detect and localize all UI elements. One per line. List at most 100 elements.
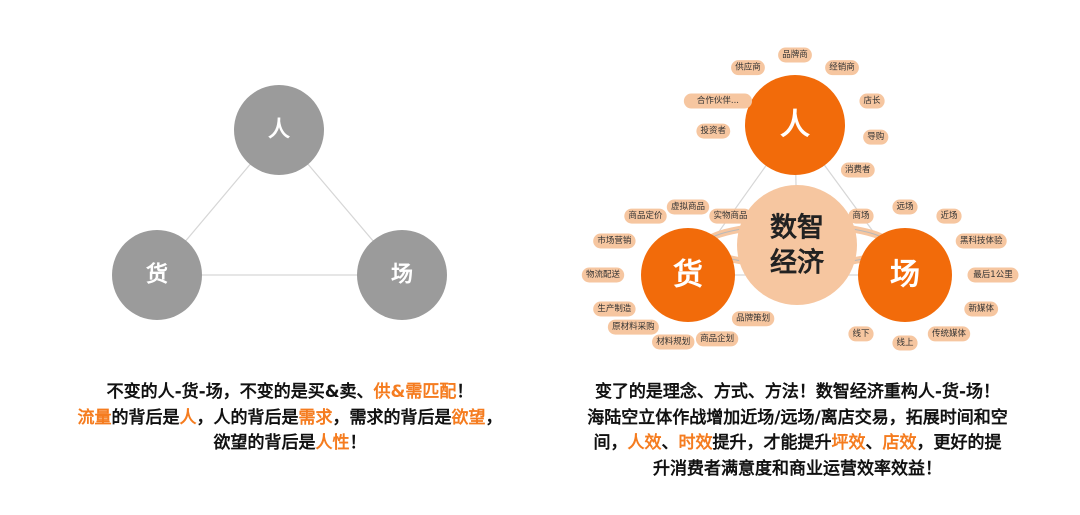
satellite-label: 供应商 (735, 62, 761, 73)
satellite-bubble (731, 60, 765, 76)
satellite-label: 店长 (864, 95, 882, 106)
satellite-bubble (967, 267, 1019, 283)
satellite-bubble (927, 326, 971, 342)
satellite-label: 经销商 (829, 62, 855, 73)
caption-text: ，更好的提 (916, 433, 1002, 453)
satellite-label: 原材料采购 (612, 321, 655, 332)
satellite-label: 材料规划 (656, 336, 690, 347)
highlighted-text: 供&需匹配 (373, 382, 457, 402)
satellite-label: 生产制造 (597, 303, 632, 314)
node-circle (641, 228, 735, 322)
highlighted-text: 坪效 (831, 433, 866, 453)
highlighted-text: 店效 (882, 433, 917, 453)
right-caption: 变了的是理念、方式、方法！数智经济重构人-货-场！海陆空立体作战增加近场/远场/… (545, 380, 1050, 482)
satellite-label: 商场 (852, 210, 869, 221)
satellite-bubble (825, 60, 859, 76)
caption-line: 间，人效、时效提升，才能提升坪效、店效，更好的提 (545, 431, 1050, 457)
caption-text: ！ (456, 382, 474, 402)
satellite-bubble (863, 129, 889, 145)
satellite-label: 线下 (852, 328, 870, 339)
satellite-label: 传统媒体 (932, 328, 967, 339)
satellite-bubble (892, 335, 918, 351)
satellite-bubble (624, 208, 667, 224)
satellite-bubble (778, 47, 812, 63)
satellite-label: 商品定价 (628, 210, 663, 221)
satellite-label: 新媒体 (968, 303, 994, 314)
center-label: 经济 (770, 247, 825, 279)
satellite-label: 导购 (867, 131, 884, 142)
satellite-bubble (652, 334, 695, 350)
satellite-bubble (955, 233, 1007, 249)
caption-line: 海陆空立体作战增加近场/远场/离店交易，拓展时间和空 (545, 406, 1050, 432)
center-circle (737, 185, 857, 305)
caption-text: 的背后是 (111, 407, 180, 428)
satellite-bubble (964, 301, 999, 317)
node-label: 货 (146, 262, 168, 288)
caption-text: ！ (349, 433, 367, 453)
node-circle (858, 228, 952, 322)
satellite-label: 消费者 (845, 164, 871, 175)
satellite-label: 市场营销 (597, 235, 632, 246)
highlighted-text: 时效 (678, 433, 713, 453)
satellite-label: 虚拟商品 (671, 201, 705, 212)
left-caption: 不变的人-货-场，不变的是买&卖、供&需匹配！流量的背后是人，人的背后是需求，需… (40, 380, 540, 457)
satellite-bubble (666, 199, 710, 215)
node-label: 货 (673, 258, 703, 293)
satellite-label: 投资者 (701, 125, 727, 136)
satellite-bubble (848, 208, 874, 224)
satellite-label: 远场 (896, 202, 913, 212)
satellite-bubble (848, 326, 874, 342)
satellite-bubble (593, 301, 636, 317)
satellite-label: 线上 (896, 337, 914, 348)
satellite-bubble (709, 208, 752, 224)
caption-text: 、 (865, 433, 883, 453)
center-label: 数智 (770, 213, 824, 244)
satellite-label: 最后1公里 (973, 269, 1013, 280)
caption-text: 海陆空立体作战增加近场/远场/离店交易，拓展时间和空 (587, 407, 1008, 428)
satellite-label: 黑科技体验 (960, 235, 1003, 246)
satellite-bubble (695, 331, 739, 347)
highlighted-text: 人 (179, 407, 197, 428)
highlighted-text: 人性 (315, 433, 350, 453)
satellite-bubble (892, 199, 918, 215)
satellite-label: 合作伙伴... (697, 95, 739, 106)
satellite-label: 实物商品 (713, 210, 747, 221)
caption-line: 欲望的背后是人性！ (40, 431, 540, 457)
caption-line: 不变的人-货-场，不变的是买&卖、供&需匹配！ (40, 380, 540, 406)
satellite-bubble (731, 311, 775, 327)
caption-line: 升消费者满意度和商业运营效率效益！ (545, 457, 1050, 483)
satellite-bubble (581, 267, 625, 283)
satellite-bubble (696, 123, 731, 139)
node-label: 人 (268, 118, 290, 143)
satellite-label: 物流配送 (586, 269, 621, 280)
satellite-label: 近场 (940, 210, 957, 221)
node-circle (112, 230, 202, 320)
node-label: 场 (890, 258, 920, 293)
satellite-bubble (593, 233, 636, 249)
highlighted-text: 人效 (627, 433, 662, 453)
satellite-label: 品牌商 (782, 49, 808, 60)
satellite-bubble (859, 93, 885, 109)
node-circle (745, 75, 845, 175)
highlighted-text: 需求 (298, 407, 333, 428)
satellite-bubble (683, 93, 753, 109)
caption-text: 间， (593, 433, 628, 453)
caption-text: 升消费者满意度和商业运营效率效益！ (653, 458, 942, 479)
satellite-label: 商品企划 (700, 333, 734, 344)
satellite-bubble (840, 162, 875, 178)
caption-text: 提升，才能提升 (712, 433, 832, 453)
satellite-label: 品牌策划 (736, 313, 770, 324)
caption-text: 、 (661, 433, 679, 453)
node-label: 人 (780, 108, 810, 143)
highlighted-text: 欲望 (451, 407, 486, 428)
caption-text: ，人的背后是 (196, 407, 299, 428)
node-circle (234, 85, 324, 175)
caption-text: 欲望的背后是 (213, 433, 316, 453)
highlighted-text: 流量 (77, 407, 112, 428)
node-label: 场 (391, 263, 413, 288)
node-circle (357, 230, 447, 320)
caption-text: 不变的人-货-场，不变的是买&卖、 (106, 382, 374, 402)
caption-text: ， (485, 407, 503, 428)
caption-line: 流量的背后是人，人的背后是需求，需求的背后是欲望， (40, 406, 540, 432)
